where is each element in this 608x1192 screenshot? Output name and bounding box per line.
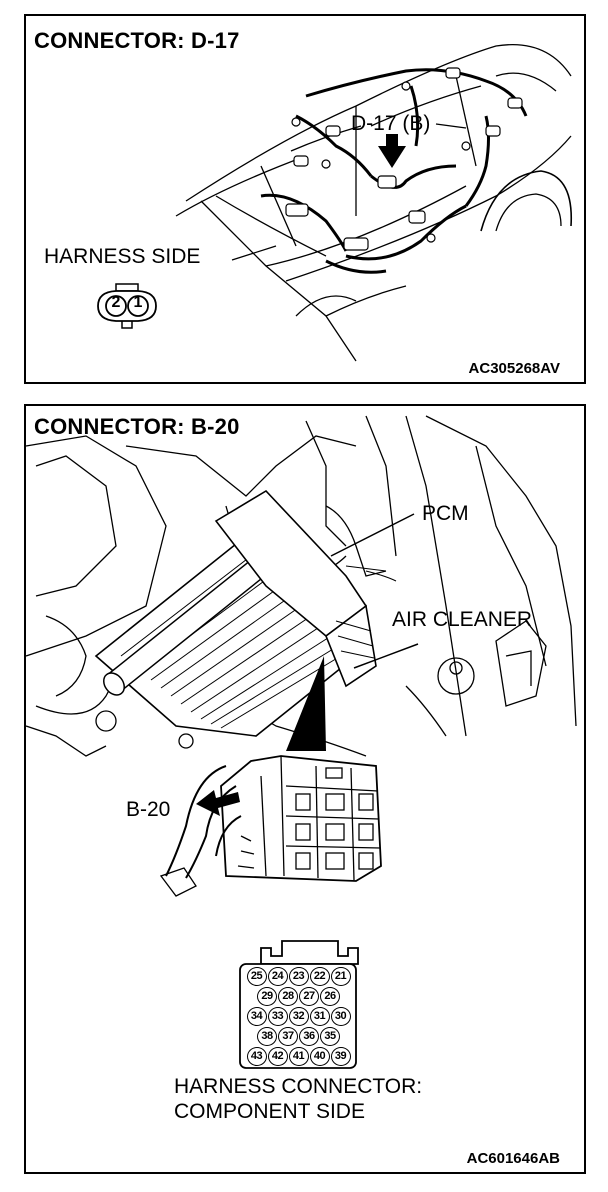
pin-29: 29 bbox=[257, 987, 277, 1006]
connector-callout-label: D-17 (B) bbox=[351, 112, 431, 135]
pin-34: 34 bbox=[246, 1007, 267, 1026]
panel-title: CONNECTOR: D-17 bbox=[34, 28, 240, 53]
pin-26: 26 bbox=[320, 987, 340, 1006]
pin-30: 30 bbox=[330, 1007, 351, 1026]
pin-27: 27 bbox=[299, 987, 319, 1006]
vehicle-harness-illustration bbox=[175, 43, 573, 362]
pin-33: 33 bbox=[267, 1007, 288, 1026]
caption-line-2: COMPONENT SIDE bbox=[174, 1100, 365, 1123]
pin-43: 43 bbox=[246, 1047, 267, 1066]
pin-25: 25 bbox=[246, 967, 267, 986]
b20-connector-label: B-20 bbox=[126, 798, 171, 821]
pcm-label: PCM bbox=[422, 502, 469, 525]
pin-41: 41 bbox=[288, 1047, 309, 1066]
pin-2-label: 2 bbox=[111, 294, 121, 311]
pin-32: 32 bbox=[288, 1007, 309, 1026]
pin-40: 40 bbox=[309, 1047, 330, 1066]
air-cleaner-label: AIR CLEANER bbox=[392, 608, 533, 631]
panel-title: CONNECTOR: B-20 bbox=[34, 414, 240, 439]
figure-code: AC601646AB bbox=[466, 1150, 560, 1167]
pin-39: 39 bbox=[330, 1047, 351, 1066]
pin-21: 21 bbox=[330, 967, 351, 986]
pin-1-label: 1 bbox=[133, 294, 143, 311]
pin-23: 23 bbox=[288, 967, 309, 986]
two-pin-connector-face: 2 1 bbox=[94, 282, 160, 330]
pin-31: 31 bbox=[309, 1007, 330, 1026]
caption-line-1: HARNESS CONNECTOR: bbox=[174, 1075, 423, 1098]
pin-28: 28 bbox=[278, 987, 298, 1006]
pin-37: 37 bbox=[278, 1027, 298, 1046]
pin-38: 38 bbox=[257, 1027, 277, 1046]
pin-42: 42 bbox=[267, 1047, 288, 1066]
harness-side-label: HARNESS SIDE bbox=[44, 245, 201, 268]
figure-code: AC305268AV bbox=[468, 360, 560, 377]
harness-connector-caption: HARNESS CONNECTOR: COMPONENT SIDE bbox=[174, 1074, 422, 1124]
pin-36: 36 bbox=[299, 1027, 319, 1046]
pin-22: 22 bbox=[309, 967, 330, 986]
pin-24: 24 bbox=[267, 967, 288, 986]
connector-b20-panel: CONNECTOR: B-20 bbox=[24, 404, 586, 1174]
connector-d17-panel: CONNECTOR: D-17 bbox=[24, 14, 586, 384]
pin-35: 35 bbox=[320, 1027, 340, 1046]
